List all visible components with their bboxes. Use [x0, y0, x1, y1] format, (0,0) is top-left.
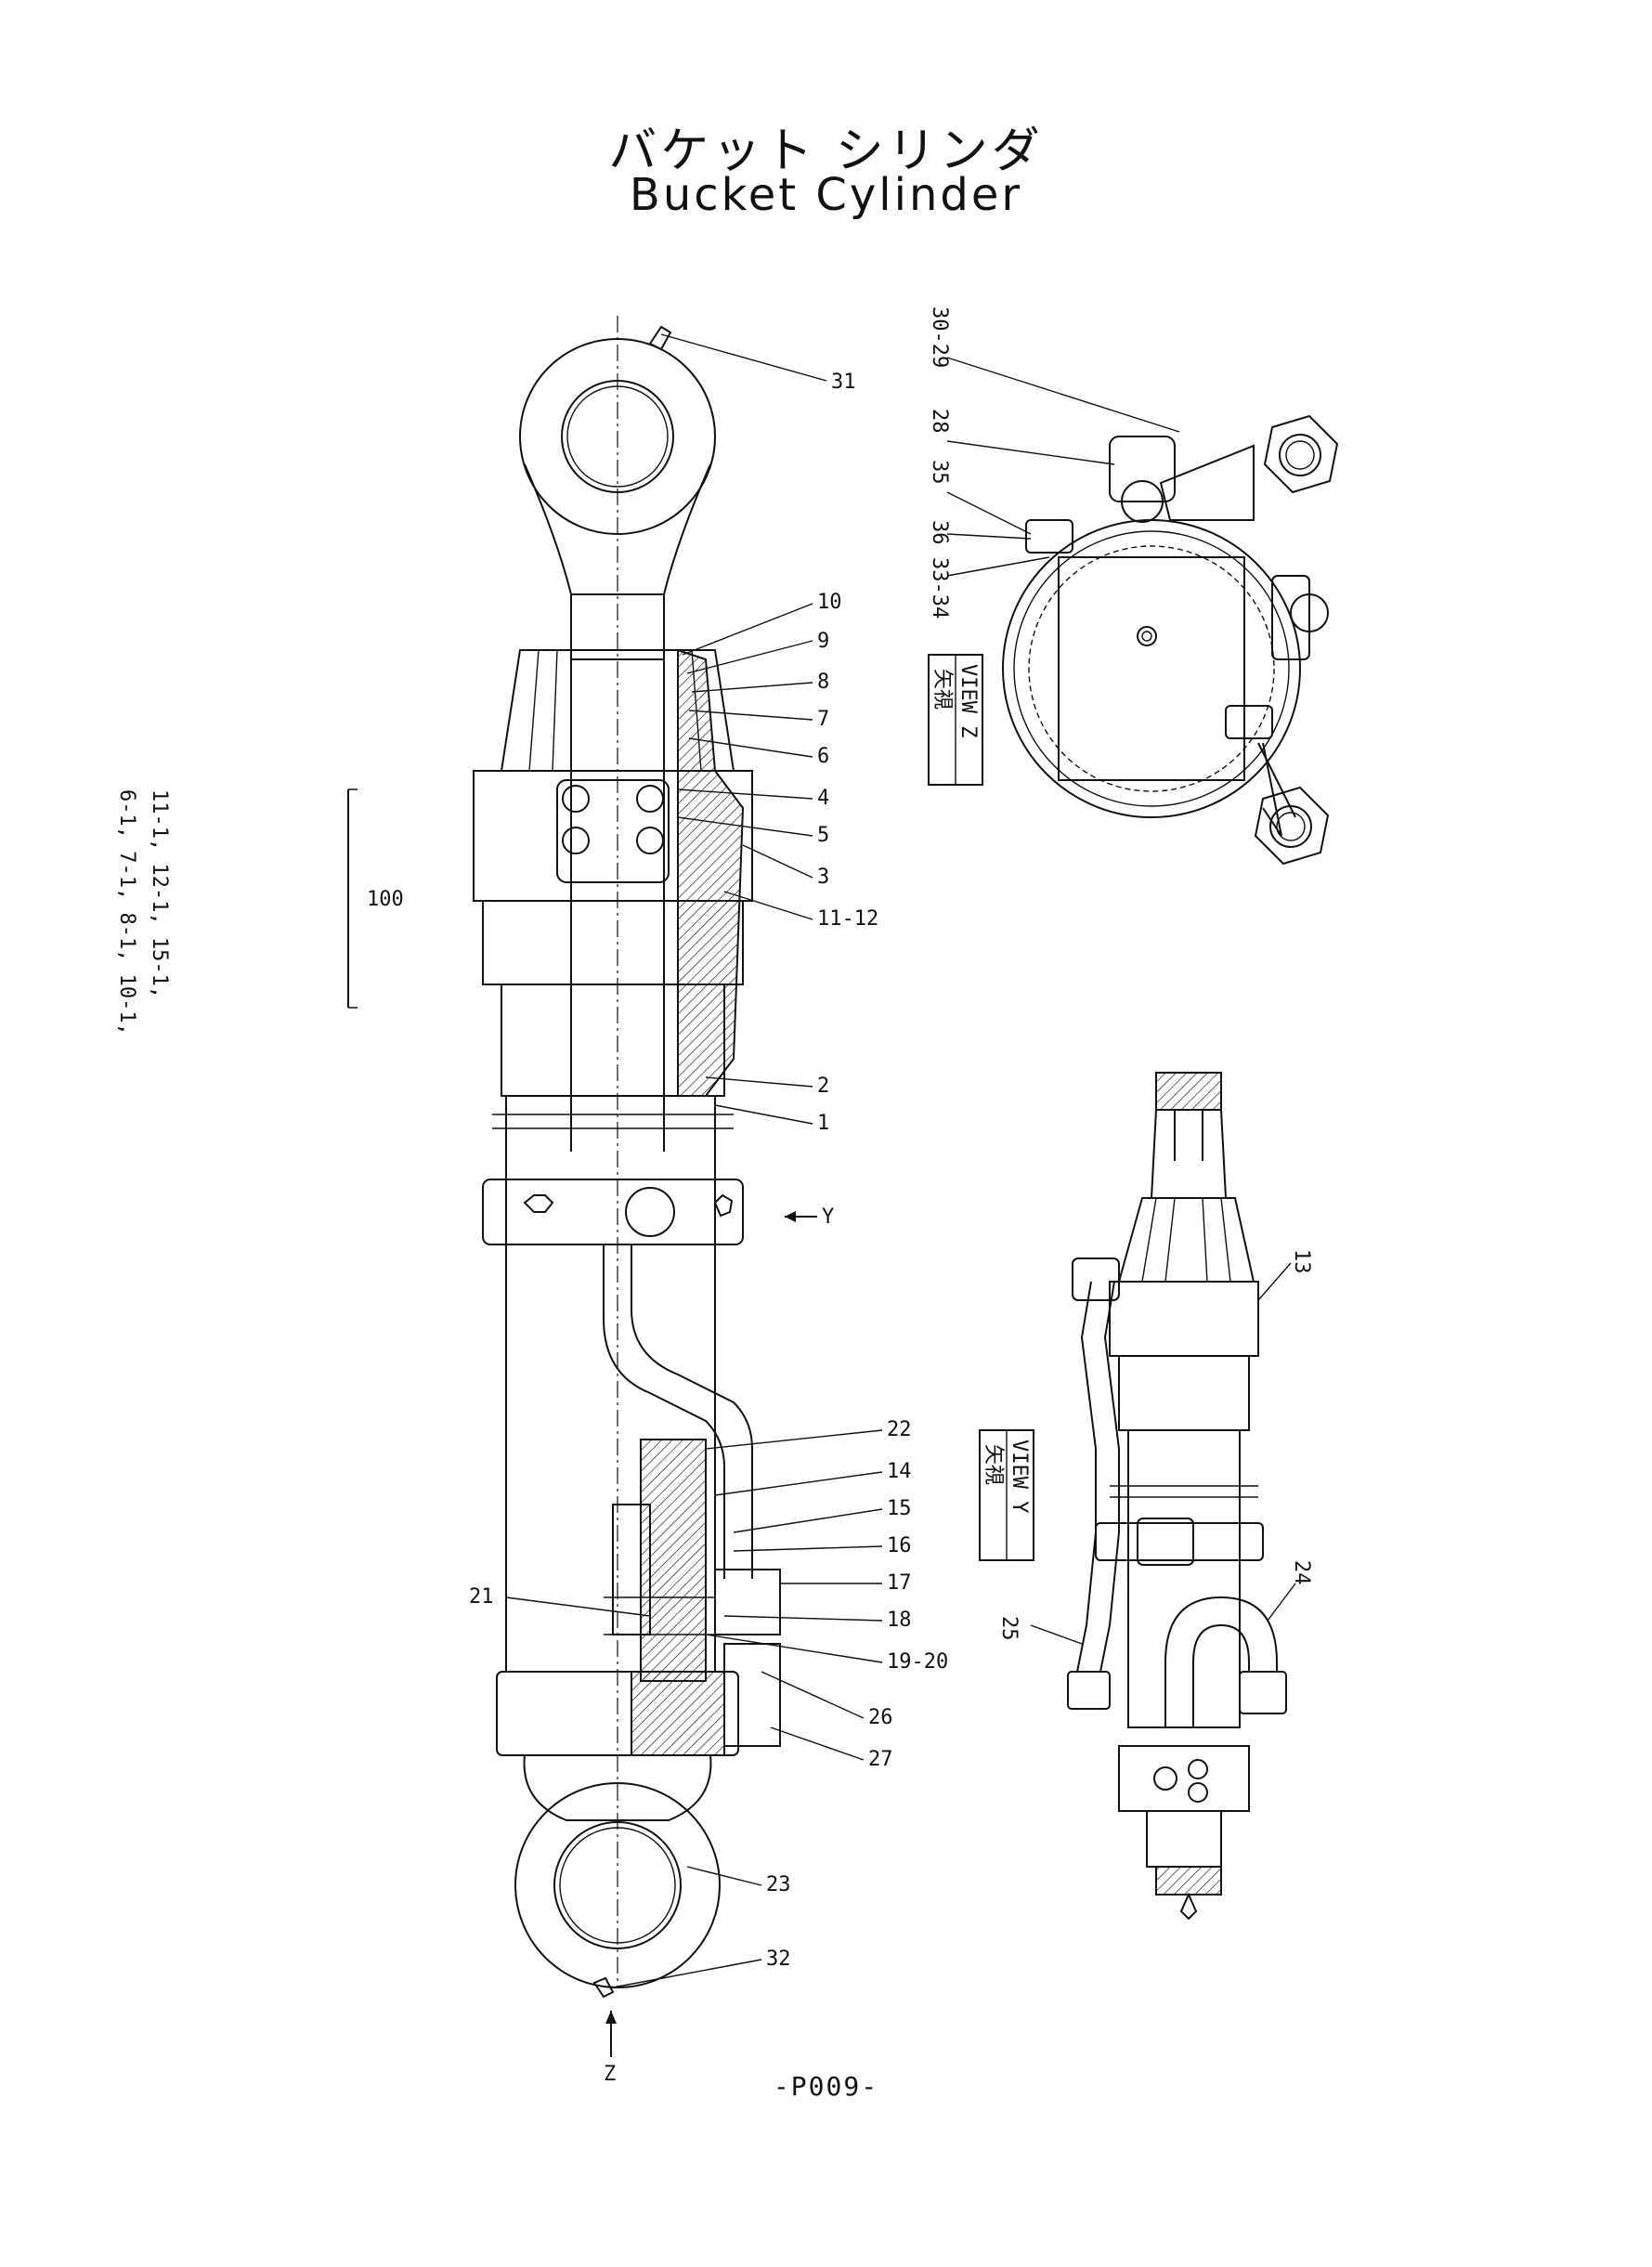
view-z-en: VIEW Z [956, 664, 980, 737]
view-y-drawing [1030, 1072, 1296, 1921]
view-y-jp: 矢視 [982, 1444, 1005, 1485]
main-leader-lines [505, 333, 883, 1988]
callout-11-12: 11-12 [817, 907, 878, 931]
callout-26: 26 [868, 1706, 893, 1729]
callout-9: 9 [817, 630, 829, 653]
callout-27: 27 [868, 1748, 893, 1771]
callout-7: 7 [817, 708, 829, 731]
callout-23: 23 [766, 1873, 791, 1896]
main-cylinder-view [473, 316, 817, 2057]
callout-21: 21 [469, 1585, 494, 1609]
callout-2: 2 [817, 1075, 829, 1098]
kit-100-group: 100 6-1, 7-1, 8-1, 10-1, 11-1, 12-1, 15-… [115, 788, 404, 1036]
view-y-en: VIEW Y [1008, 1440, 1031, 1513]
callout-1: 1 [817, 1112, 829, 1135]
page-number: -P009- [773, 2071, 879, 2102]
callout-3: 3 [817, 866, 829, 889]
kit-number: 100 [367, 888, 404, 911]
arrow-y-label: Y [822, 1205, 834, 1229]
callout-17: 17 [887, 1571, 912, 1595]
callout-16: 16 [887, 1534, 912, 1557]
callout-5: 5 [817, 824, 829, 847]
kit-line-2: 11-1, 12-1, 15-1, [148, 789, 171, 998]
main-callouts: 31 10 9 8 7 6 4 5 3 11-12 2 1 22 14 15 1… [469, 371, 948, 2086]
callout-19-20: 19-20 [887, 1650, 948, 1674]
callout-14: 14 [887, 1460, 912, 1483]
title-english: Bucket Cylinder [629, 169, 1023, 221]
callout-25: 25 [997, 1616, 1021, 1641]
arrow-z-label: Z [604, 2063, 616, 2086]
callout-6: 6 [817, 745, 829, 768]
callout-18: 18 [887, 1609, 912, 1632]
callout-36: 36 [928, 520, 951, 545]
title-japanese: バケット シリンダ [608, 124, 1044, 179]
callout-15: 15 [887, 1497, 912, 1520]
kit-line-1: 6-1, 7-1, 8-1, 10-1, [115, 789, 138, 1036]
view-z-callouts: 30-29 28 35 36 33-34 [928, 306, 951, 619]
callout-24: 24 [1290, 1560, 1313, 1585]
view-z-drawing [946, 357, 1339, 866]
callout-4: 4 [817, 787, 829, 810]
callout-10: 10 [817, 591, 842, 614]
view-y-callouts: 13 24 25 [997, 1249, 1313, 1641]
callout-35: 35 [928, 460, 951, 485]
callout-31: 31 [831, 371, 856, 394]
callout-32: 32 [766, 1948, 791, 1971]
callout-13: 13 [1290, 1249, 1313, 1274]
callout-33-34: 33-34 [928, 557, 951, 619]
view-y-label: 矢視 VIEW Y [979, 1429, 1034, 1561]
view-z-jp: 矢視 [930, 669, 954, 710]
view-z-label: 矢視 VIEW Z [928, 654, 983, 786]
callout-8: 8 [817, 671, 829, 694]
callout-28: 28 [928, 409, 951, 434]
callout-22: 22 [887, 1418, 912, 1441]
callout-30-29: 30-29 [928, 306, 951, 368]
